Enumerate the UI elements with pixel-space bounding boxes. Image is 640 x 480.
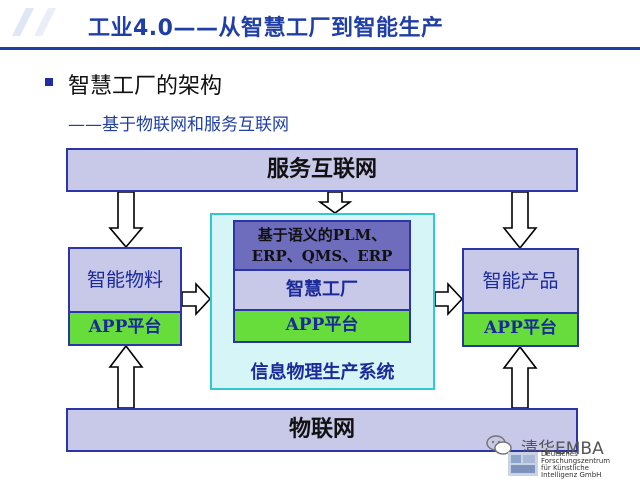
semantic-systems-line-2: ERP、QMS、ERP [251,247,393,265]
semantic-systems-box: 基于语义的PLM、 ERP、QMS、ERP [233,220,411,271]
center-app-platform: APP平台 [233,311,411,343]
wechat-icon [486,435,512,455]
arrow-iot-to-materials [108,344,144,409]
section-subheading: ——基于物联网和服务互联网 [68,115,289,135]
section-heading: 智慧工厂的架构 [68,74,223,99]
internet-of-services-bar: 服务互联网 [66,148,578,192]
arrow-materials-to-factory [181,281,212,317]
watermark-brand: 清华EMBA [521,439,604,459]
page-title: 工业4.0——从智慧工厂到智能生产 [88,16,444,41]
smart-materials-box: 智能物料 [68,247,182,313]
arrow-service-to-factory [317,191,353,214]
smart-products-box: 智能产品 [462,248,579,314]
title-divider [0,47,640,50]
bullet-icon [45,78,53,86]
arrow-service-to-materials [108,191,144,249]
corner-logo [4,2,74,42]
dfki-org-name: Deutsches Forschungszentrum für Künstlic… [541,450,611,479]
smart-factory-box: 智慧工厂 [233,271,411,311]
right-app-platform: APP平台 [462,314,579,347]
arrow-iot-to-products [502,345,538,409]
semantic-systems-line-1: 基于语义的PLM、 [257,226,387,244]
dfki-logo-icon [508,452,538,476]
internet-of-things-bar: 物联网 [66,408,578,452]
arrow-service-to-products [502,191,538,250]
left-app-platform: APP平台 [68,313,182,346]
arrow-factory-to-products [434,281,464,317]
cyber-physical-system-label: 信息物理生产系统 [250,362,395,383]
